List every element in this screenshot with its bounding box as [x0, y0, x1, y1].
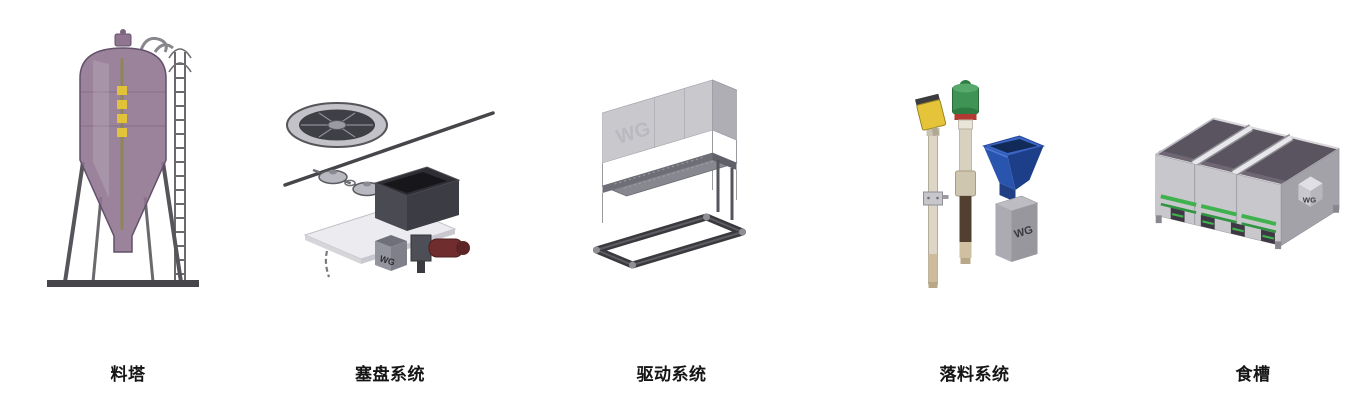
trough-feet	[1155, 204, 1340, 250]
support-posts	[716, 160, 733, 220]
drop-feeding-image: WG	[914, 80, 1045, 288]
tube-clamp	[922, 191, 948, 206]
silo-fill-pipe	[139, 36, 174, 53]
hopper-box	[373, 166, 461, 231]
product-label-plug-disc-system: 塞盘系统	[355, 365, 425, 384]
product-label-drop-feeding-system: 落料系统	[939, 365, 1010, 384]
silo-legs	[63, 161, 183, 283]
product-label-drive-system: 驱动系统	[636, 365, 707, 384]
drive-enclosure: WG	[600, 79, 738, 164]
level-sensor	[914, 93, 946, 137]
drop-feeding-illustration: WG	[897, 76, 1052, 306]
wg-logo: WG	[375, 235, 407, 271]
product-card-drive-system[interactable]: WG	[584, 0, 759, 415]
hanging-chain	[324, 250, 331, 278]
silo-brand-marks	[117, 86, 127, 137]
silo-base	[47, 280, 199, 287]
svg-text:WG: WG	[1303, 195, 1316, 204]
plug-disc-image: WG	[283, 102, 495, 278]
base-frame	[592, 213, 746, 269]
drive-cover-panel	[600, 152, 738, 197]
dispenser-box: WG	[994, 195, 1038, 262]
trough-crossbars	[1191, 124, 1294, 177]
plug-disc-illustration: WG	[275, 85, 505, 300]
drive-system-image: WG	[592, 79, 746, 269]
feed-trough-illustration: WG	[1147, 70, 1359, 261]
trough-end-face: WG	[1280, 148, 1340, 247]
trough-front-face	[1155, 154, 1282, 246]
product-label-feed-trough: 食槽	[1235, 365, 1271, 384]
corner-wheel-disc	[286, 102, 388, 148]
product-card-drop-feeding-system[interactable]: WG 落料系统	[897, 0, 1052, 415]
sensor-drop-tube	[914, 93, 948, 288]
drive-motor	[410, 234, 470, 273]
drive-system-illustration: WG	[584, 58, 759, 298]
silo-top-cap	[114, 29, 132, 47]
svg-text:WG: WG	[378, 253, 396, 267]
feed-silo-image	[47, 29, 199, 287]
feed-tube-rod	[283, 111, 495, 187]
silo-body	[79, 47, 167, 253]
silo-ladder	[168, 48, 192, 280]
feed-level-strip	[1160, 194, 1277, 226]
wg-logo: WG	[1012, 224, 1034, 241]
auger-drive-unit	[951, 80, 979, 264]
product-card-feed-silo[interactable]: 料塔	[23, 0, 233, 415]
product-label-feed-silo: 料塔	[110, 365, 146, 384]
feed-trough-image: WG	[1155, 117, 1340, 250]
feed-silo-illustration	[23, 22, 233, 327]
product-card-feed-trough[interactable]: WG 食槽	[1146, 0, 1360, 415]
blue-hopper	[981, 135, 1045, 202]
product-card-plug-disc-system[interactable]: WG 塞盘系统	[275, 0, 505, 415]
